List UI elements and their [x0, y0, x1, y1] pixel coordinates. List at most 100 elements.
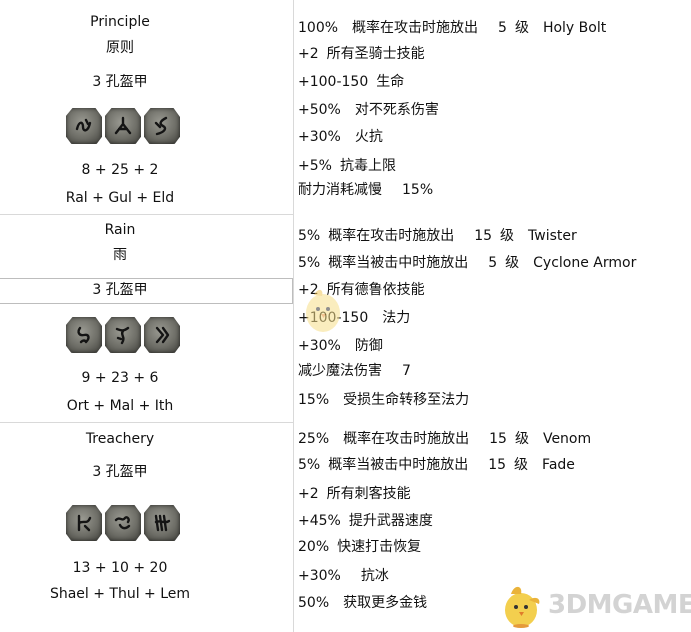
rune-ith-icon: [144, 317, 180, 353]
stat-value: +2: [298, 282, 319, 298]
runeword-name-en: Rain: [104, 222, 136, 238]
stat-text: 抗冰: [360, 568, 389, 584]
stat-value: +2: [298, 486, 319, 502]
stat-skill: Cyclone Armor: [533, 255, 637, 271]
row-separator: [0, 214, 293, 215]
stat-value: +50%: [298, 102, 341, 118]
rune-levels: 9 + 23 + 6: [81, 370, 159, 386]
stat-text: 受损生命转移至法力: [343, 392, 470, 408]
stat-level-word: 级: [500, 228, 515, 244]
stat-text: 概率在攻击时施放出: [343, 431, 470, 447]
stat-level: 15: [489, 431, 507, 447]
stat-value: 50%: [298, 595, 330, 611]
stat-line: +30%防御: [298, 337, 383, 355]
rune-icons-row: [66, 505, 182, 543]
stat-level: 5: [488, 255, 498, 271]
rune-ral-icon: [66, 108, 102, 144]
rune-combination: Ort + Mal + Ith: [66, 398, 174, 414]
stat-line: 25% 概率在攻击时施放出 15 级 Venom: [298, 430, 591, 448]
stat-line: +30% 抗冰: [298, 567, 389, 585]
stat-line: 耐力消耗减慢 15%: [298, 181, 433, 199]
stat-text: 概率在攻击时施放出: [352, 20, 479, 36]
stat-value: +30%: [298, 129, 341, 145]
stat-text: 抗毒上限: [339, 158, 396, 174]
rune-combination: Shael + Thul + Lem: [49, 586, 191, 602]
rune-levels: 13 + 10 + 20: [72, 560, 168, 576]
stat-text: 火抗: [354, 129, 383, 145]
stat-value: +30%: [298, 338, 341, 354]
row-separator: [0, 422, 293, 423]
stat-value: 15%: [298, 392, 330, 408]
runeword-name-cn: 原则: [106, 40, 134, 56]
rune-icons-row: [66, 317, 182, 355]
stat-skill: Venom: [542, 431, 592, 447]
brand-logo-text: 3DMGAME: [548, 590, 691, 620]
stat-skill: Holy Bolt: [542, 20, 607, 36]
stat-level: 15: [488, 457, 507, 473]
stat-value: +100-150: [298, 74, 369, 90]
runeword-base: 3 孔盔甲: [92, 74, 148, 90]
rune-thul-icon: [105, 505, 141, 541]
stat-level-word: 级: [514, 431, 529, 447]
column-divider: [293, 0, 294, 632]
stat-skill: Fade: [542, 457, 575, 473]
stat-level-word: 级: [514, 457, 529, 473]
rune-combination: Ral + Gul + Eld: [65, 190, 175, 206]
rune-icons-row: [66, 108, 182, 146]
runeword-info-column: Principle 原则 3 孔盔甲 8 + 25 + 2 Ral + Gul …: [0, 0, 293, 632]
stat-line: 20% 快速打击恢复: [298, 538, 421, 556]
runeword-name-cn: 雨: [113, 247, 127, 263]
chick-mascot-icon: [505, 586, 540, 628]
stat-value: +30%: [298, 568, 341, 584]
runeword-name-en: Treachery: [85, 431, 155, 447]
stat-skill: Twister: [528, 228, 577, 244]
stat-level-word: 级: [514, 20, 529, 36]
stat-line: +5% 抗毒上限: [298, 157, 396, 175]
rune-lem-icon: [144, 505, 180, 541]
stat-value: +2: [298, 46, 319, 62]
stat-text: 快速打击恢复: [337, 539, 422, 555]
stat-text: 耐力消耗减慢: [298, 182, 382, 198]
stat-line: 15% 受损生命转移至法力: [298, 391, 469, 409]
stat-value: +45%: [298, 513, 341, 529]
stat-value: 25%: [298, 431, 330, 447]
stat-text: 概率当被击中时施放出: [328, 457, 469, 473]
stat-line: +2 所有德鲁依技能: [298, 281, 425, 299]
stat-value: 20%: [298, 539, 330, 555]
stat-level: 5: [498, 20, 507, 36]
stat-text: 概率在攻击时施放出: [328, 228, 455, 244]
stat-value: 5%: [298, 255, 321, 271]
stat-value: +5%: [298, 158, 332, 174]
runeword-base: 3 孔盔甲: [92, 464, 148, 480]
stat-value: 100%: [298, 20, 339, 36]
stat-line: +50%对不死系伤害: [298, 101, 439, 119]
rune-gul-icon: [105, 108, 141, 144]
stat-text: 法力: [382, 310, 411, 326]
stat-text: 生命: [376, 74, 405, 90]
stat-value: 15%: [402, 182, 434, 198]
stat-text: 提升武器速度: [348, 513, 433, 529]
rune-ort-icon: [66, 317, 102, 353]
stat-text: 所有德鲁依技能: [326, 282, 425, 298]
stat-text: 概率当被击中时施放出: [328, 255, 469, 271]
chick-mascot-icon: [306, 289, 340, 332]
stat-line: 5% 概率当被击中时施放出 15 级 Fade: [298, 456, 575, 474]
stat-value: 5%: [298, 457, 321, 473]
stat-text: 所有圣骑士技能: [326, 46, 425, 62]
stat-value: 5%: [298, 228, 321, 244]
stat-line: +30% 火抗: [298, 128, 383, 146]
stat-line: +100-150 生命: [298, 73, 404, 91]
rune-mal-icon: [105, 317, 141, 353]
stat-line: +45% 提升武器速度: [298, 512, 433, 530]
rune-eld-icon: [144, 108, 180, 144]
stat-level-word: 级: [505, 255, 520, 271]
stat-line: 50%获取更多金钱: [298, 594, 427, 612]
stat-value: 7: [402, 363, 411, 379]
brand-logo: 3DMGAME: [498, 580, 691, 630]
